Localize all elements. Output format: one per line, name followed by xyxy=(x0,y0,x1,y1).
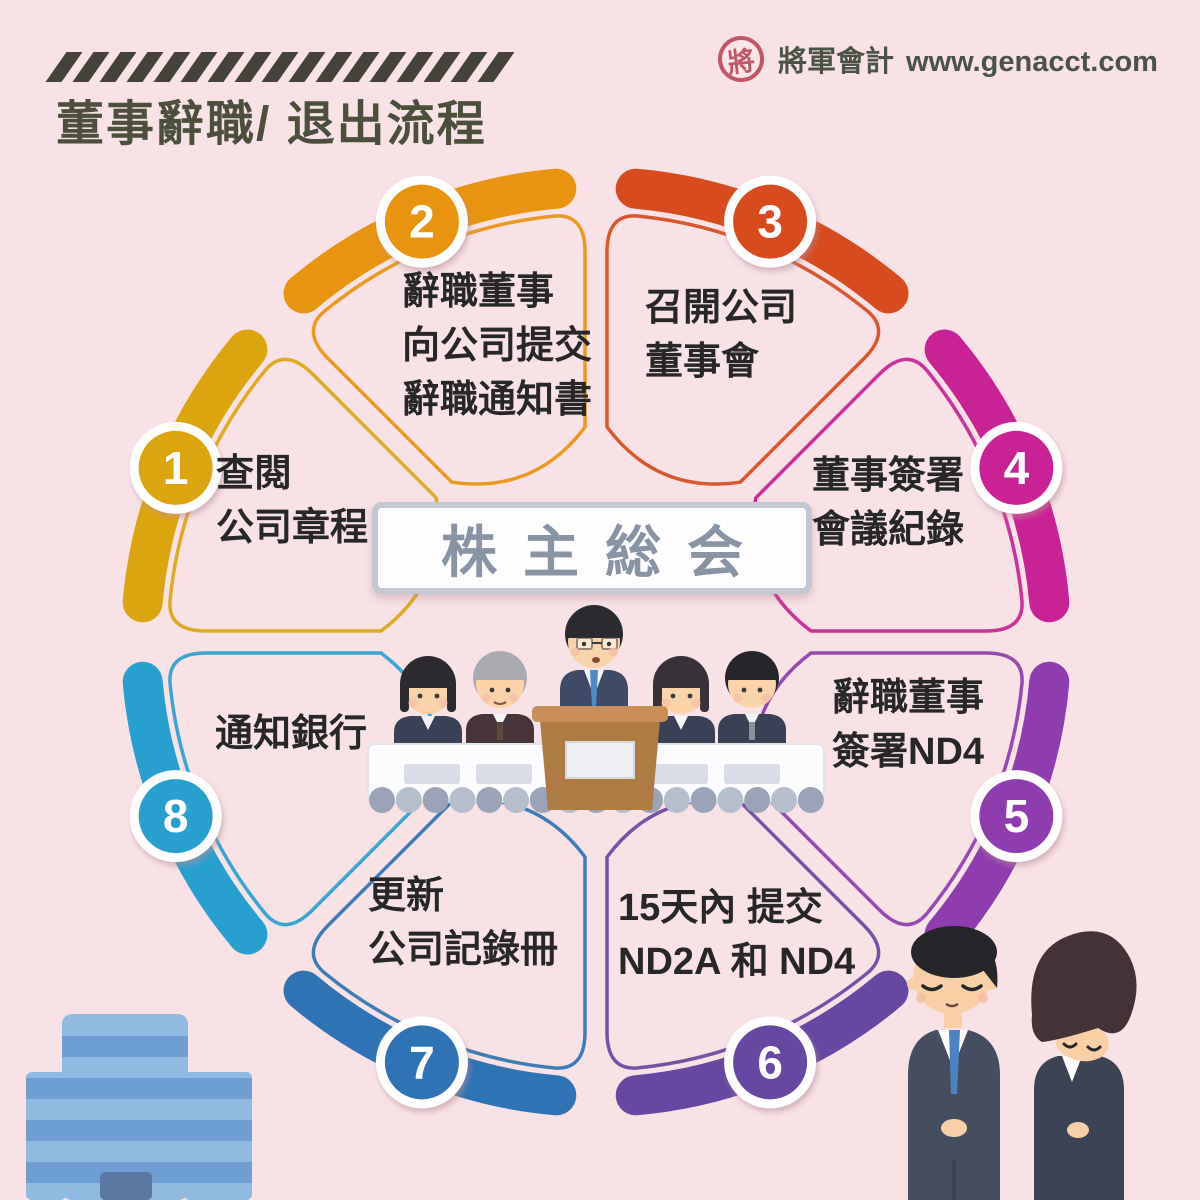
step-4-number: 4 xyxy=(1004,442,1030,494)
step-7-badge: 7 xyxy=(375,1016,468,1109)
speaker-at-podium-icon xyxy=(560,605,628,716)
step-5-label: 辭職董事簽署ND4 xyxy=(832,677,985,773)
step-5-badge: 5 xyxy=(970,770,1063,863)
bowing-businessman-icon xyxy=(907,926,1000,1200)
center-sign: 株主総会 xyxy=(372,502,812,594)
step-6-badge: 6 xyxy=(724,1016,817,1109)
page-title: 董事辭職/ 退出流程 xyxy=(56,98,487,151)
step-8-badge: 8 xyxy=(129,770,222,863)
brand-header: 將 將軍會計 www.genacct.com xyxy=(715,33,1158,85)
seated-woman-right-icon xyxy=(647,656,715,748)
step-8-number: 8 xyxy=(163,790,189,842)
step-1-badge: 1 xyxy=(129,421,222,514)
brand-name: 將軍會計 xyxy=(778,46,895,78)
step-4-label: 董事簽署會議紀錄 xyxy=(812,455,965,551)
step-5-number: 5 xyxy=(1004,790,1030,842)
step-8-label: 通知銀行 xyxy=(215,713,368,755)
step-2-number: 2 xyxy=(409,196,435,248)
step-7-number: 7 xyxy=(409,1036,435,1088)
podium-icon xyxy=(532,706,668,810)
seated-woman-left-icon xyxy=(394,656,462,748)
seated-old-man-icon xyxy=(466,651,534,748)
center-sign-text: 株主総会 xyxy=(441,520,769,584)
step-6-number: 6 xyxy=(757,1036,783,1088)
step-1-label: 查閱公司章程 xyxy=(216,453,369,549)
step-4-badge: 4 xyxy=(970,421,1063,514)
step-2-petal-outline xyxy=(311,214,587,486)
brand-site: www.genacct.com xyxy=(906,46,1158,78)
hazard-stripes xyxy=(45,52,516,82)
step-3-label: 召開公司董事會 xyxy=(645,287,798,383)
step-3-petal-outline xyxy=(605,214,881,486)
seated-man-right-icon xyxy=(718,651,786,748)
shareholders-meeting-illustration xyxy=(367,605,825,813)
seal-character: 將 xyxy=(726,45,757,78)
step-3-badge: 3 xyxy=(724,175,817,268)
brand-seal-icon: 將 xyxy=(715,33,767,85)
step-6-petal-outline xyxy=(605,798,881,1070)
step-1-number: 1 xyxy=(163,442,189,494)
step-2-label: 辭職董事向公司提交辭職通知書 xyxy=(402,271,593,421)
step-badges: 1 2 3 4 5 6 7 8 xyxy=(129,175,1063,1109)
step-7-label: 更新公司記錄冊 xyxy=(368,875,559,971)
office-building-icon xyxy=(26,1014,252,1200)
bowing-businesswoman-icon xyxy=(1031,931,1137,1200)
step-3-number: 3 xyxy=(757,196,783,248)
step-2-badge: 2 xyxy=(375,175,468,268)
